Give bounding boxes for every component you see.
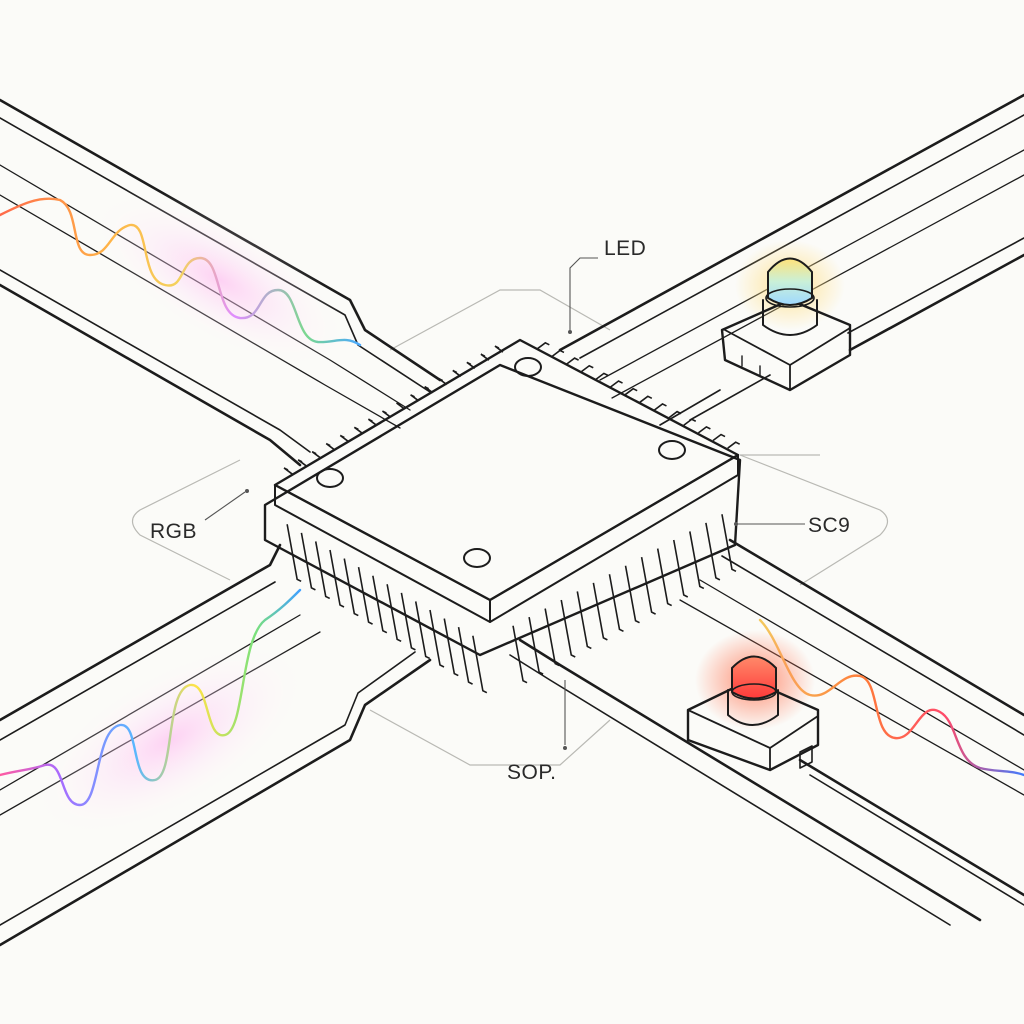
label-sc9: SC9: [808, 514, 850, 537]
chip-pin: [595, 372, 609, 381]
leader-lines: [204, 257, 805, 750]
chip-pin: [697, 425, 711, 434]
label-sop: SOP.: [507, 761, 556, 784]
chip-mount-hole: [463, 548, 491, 568]
chip-pin: [566, 357, 579, 365]
chip-pin: [400, 592, 416, 651]
chip-pin: [536, 341, 550, 350]
chip-mount-hole: [658, 440, 686, 460]
chip-pin: [286, 524, 302, 583]
chip: [263, 338, 742, 657]
chip-pin: [339, 434, 349, 443]
chip-pin: [727, 441, 741, 449]
chip-pin: [494, 345, 504, 353]
chip-pin: [472, 635, 488, 694]
chip-pin: [357, 566, 373, 625]
chip-pin: [297, 459, 307, 467]
chip-pin: [610, 380, 623, 388]
chip-pin: [414, 601, 431, 660]
label-led: LED: [604, 237, 646, 260]
chip-pin: [608, 574, 624, 633]
signal-wave-left-bottom: [0, 588, 313, 841]
chip-mount-hole: [316, 468, 344, 488]
chip-pin: [314, 541, 331, 600]
chip-pin: [381, 410, 391, 418]
chip-pin: [624, 387, 638, 396]
led-bottom-right: [686, 630, 820, 772]
chip-pin: [424, 385, 434, 394]
led-top-right: [720, 240, 852, 392]
chip-pin: [689, 531, 705, 590]
rail-lower-right: [509, 538, 1024, 926]
chip-pin: [512, 625, 528, 684]
chip-pin: [672, 539, 689, 598]
chip-pin: [721, 514, 737, 573]
chip-mount-hole: [514, 357, 542, 377]
chip-pin: [640, 556, 656, 615]
chip-pin: [683, 418, 697, 426]
chip-pin: [386, 584, 402, 643]
chip-pin: [372, 575, 388, 634]
chip-pin: [466, 361, 476, 369]
chip-pin: [283, 467, 293, 475]
chip-pin: [580, 364, 594, 373]
chip-pin: [656, 548, 673, 607]
chip-pin: [457, 626, 473, 685]
signal-wave-left-top: [0, 188, 362, 372]
chip-pin: [452, 369, 462, 378]
chip-pin: [705, 522, 721, 581]
chip-pin: [712, 433, 726, 442]
background-callouts: [131, 289, 889, 766]
chip-pin: [551, 349, 565, 358]
label-rgb: RGB: [150, 520, 197, 543]
chip-pin: [429, 609, 445, 668]
chip-pin: [329, 549, 345, 608]
chip-pin: [325, 442, 335, 451]
chip-pin: [639, 395, 653, 403]
chip-pin: [367, 418, 377, 426]
chip-pin: [438, 377, 448, 386]
chip-pin: [668, 410, 682, 419]
chip-pin: [576, 591, 592, 650]
chip-pin: [480, 353, 490, 361]
chip-pin: [396, 402, 406, 410]
chip-pin: [443, 618, 459, 677]
chip-pin: [528, 616, 544, 675]
chip-pin: [300, 532, 316, 591]
chip-pin: [624, 565, 640, 624]
chip-pin: [592, 582, 608, 641]
chip-pin: [311, 450, 321, 459]
chip-pin: [653, 403, 667, 411]
chip-pin: [343, 558, 359, 617]
chip-pin: [560, 599, 576, 658]
chip-pin: [353, 426, 363, 434]
chip-pin: [544, 608, 560, 667]
chip-pin: [410, 394, 420, 402]
